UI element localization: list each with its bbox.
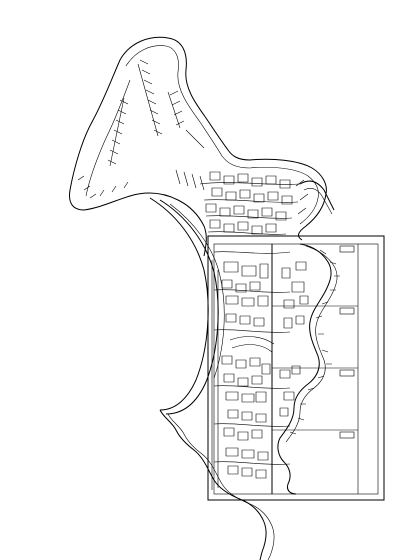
east-access-road bbox=[299, 180, 335, 215]
sheet-labels bbox=[339, 245, 355, 439]
sheet-index-frame bbox=[207, 235, 385, 501]
parking-stalls-north bbox=[77, 59, 205, 199]
sheet-label-box-4 bbox=[339, 431, 355, 439]
north-site-boundary bbox=[69, 36, 327, 257]
housing-cluster-north bbox=[199, 171, 309, 235]
sheet-label-box-3 bbox=[339, 369, 355, 377]
river-line bbox=[159, 409, 275, 560]
main-curved-road bbox=[149, 197, 225, 415]
building-footprints-south bbox=[211, 251, 309, 490]
sheet-label-box-2 bbox=[339, 307, 355, 315]
outer-frame bbox=[207, 235, 385, 501]
coastline bbox=[277, 243, 340, 495]
sheet-label-box-1 bbox=[339, 245, 355, 253]
inner-frame bbox=[213, 243, 379, 495]
